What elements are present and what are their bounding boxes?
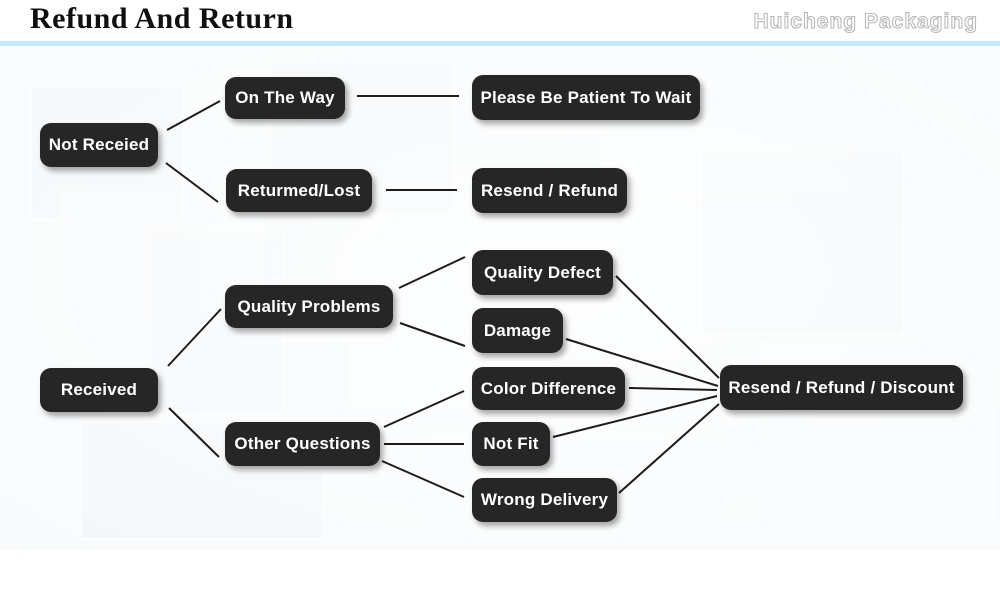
- node-please-be-patient: Please Be Patient To Wait: [472, 75, 700, 120]
- node-label: Other Questions: [234, 434, 371, 453]
- brand-logo-text: Huicheng Packaging: [753, 9, 978, 33]
- node-returned-lost: Returmed/Lost: [226, 169, 372, 212]
- header-divider: [0, 41, 1000, 46]
- node-label: Returmed/Lost: [237, 180, 361, 200]
- node-label: Quality Problems: [237, 296, 381, 316]
- node-resend-refund: Resend / Refund: [472, 168, 627, 213]
- flowchart-canvas: Not Receied On The Way Please Be Patient T…: [0, 46, 1000, 550]
- node-label: Received: [60, 380, 138, 399]
- node-color-difference: Color Difference: [472, 367, 625, 410]
- node-label: Not Fit: [483, 434, 539, 453]
- node-damage: Damage: [472, 308, 563, 353]
- node-label: Resend / Refund: [480, 180, 619, 200]
- node-label: Quality Defect: [483, 262, 602, 282]
- node-quality-defect: Quality Defect: [472, 250, 613, 295]
- node-on-the-way: On The Way: [225, 77, 345, 119]
- node-received: Received: [40, 368, 158, 412]
- page: Refund And Return Huicheng Packaging Not…: [0, 0, 1000, 550]
- node-wrong-delivery: Wrong Delivery: [472, 478, 617, 522]
- node-not-fit: Not Fit: [472, 422, 550, 466]
- node-resend-refund-discount: Resend / Refund / Discount: [720, 365, 963, 410]
- node-other-questions: Other Questions: [225, 422, 380, 466]
- node-label: Resend / Refund / Discount: [728, 377, 955, 397]
- node-not-received: Not Receied: [40, 123, 158, 167]
- node-quality-problems: Quality Problems: [225, 285, 393, 328]
- node-label: Not Receied: [48, 135, 150, 154]
- page-title: Refund And Return: [30, 2, 294, 35]
- node-label: Please Be Patient To Wait: [480, 87, 692, 107]
- node-label: On The Way: [235, 88, 335, 107]
- node-label: Damage: [483, 320, 552, 340]
- node-label: Wrong Delivery: [480, 490, 609, 509]
- node-label: Color Difference: [480, 378, 617, 398]
- background-wash: [0, 46, 1000, 550]
- header: Refund And Return Huicheng Packaging: [0, 0, 1000, 41]
